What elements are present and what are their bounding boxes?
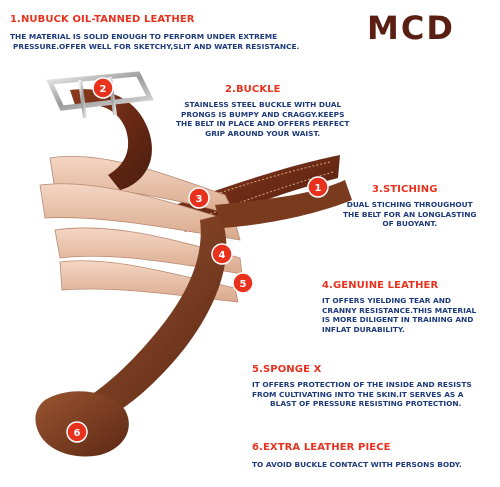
section-2-description: STAINLESS STEEL BUCKLE WITH DUAL PRONGS … xyxy=(176,100,349,138)
badge-number: 4 xyxy=(219,250,226,261)
badge-number: 2 xyxy=(100,84,107,95)
belt-buckle-icon xyxy=(46,71,154,111)
section-2-title: 2.BUCKLE xyxy=(225,84,281,95)
section-2-line: THE BELT IN PLACE AND OFFERS PERFECT xyxy=(176,119,350,129)
section-2-line: PRONGS IS BUMPY AND CRAGGY.KEEPS xyxy=(180,109,345,119)
section-2-line: GRIP AROUND YOUR WAIST. xyxy=(205,128,321,138)
numbered-circle-icon: 3 xyxy=(188,187,210,209)
section-3-title: 3.STICHING xyxy=(372,184,438,195)
buckle-prong xyxy=(78,79,87,119)
section-3-description: DUAL STICHING THROUGHOUT THE BELT FOR AN… xyxy=(343,200,476,229)
badge-number: 1 xyxy=(315,183,322,194)
section-1-line: THE MATERIAL IS SOLID ENOUGH TO PERFORM … xyxy=(10,32,278,41)
section-4-line: IS MORE DILIGENT IN TRAINING AND xyxy=(322,315,474,325)
section-2-line: STAINLESS STEEL BUCKLE WITH DUAL xyxy=(184,100,342,109)
section-6-line: TO AVOID BUCKLE CONTACT WITH PERSONS BOD… xyxy=(252,460,462,469)
badge-number: 6 xyxy=(74,428,81,439)
section-1-description: THE MATERIAL IS SOLID ENOUGH TO PERFORM … xyxy=(10,32,299,51)
section-4-title: 4.GENUINE LEATHER xyxy=(322,280,439,291)
section-1-line: PRESSURE.OFFER WELL FOR SKETCHY,SLIT AND… xyxy=(13,41,300,51)
section-6-description: TO AVOID BUCKLE CONTACT WITH PERSONS BOD… xyxy=(252,460,462,470)
section-5-description: IT OFFERS PROTECTION OF THE INSIDE AND R… xyxy=(252,380,472,409)
numbered-circle-icon: 2 xyxy=(92,77,114,99)
section-5-line: FROM CULTIVATING INTO THE SKIN.IT SERVES… xyxy=(252,389,464,399)
section-4-line: INFLAT DURABILITY. xyxy=(322,324,405,334)
numbered-circle-icon: 5 xyxy=(232,272,254,294)
outer-strap xyxy=(175,155,340,232)
badge-number: 3 xyxy=(196,194,203,205)
brand-logo: MCD xyxy=(367,9,455,47)
stitch-line xyxy=(204,161,331,199)
section-3-line: OF BUOYANT. xyxy=(382,219,438,229)
numbered-circle-icon: 4 xyxy=(211,243,233,265)
section-3-line: DUAL STICHING THROUGHOUT xyxy=(346,200,473,209)
buckle-loop xyxy=(70,89,152,190)
section-5-line: IT OFFERS PROTECTION OF THE INSIDE AND R… xyxy=(252,380,472,389)
numbered-circle-icon: 6 xyxy=(66,421,88,443)
section-1-title: 1.NUBUCK OIL-TANNED LEATHER xyxy=(10,14,195,25)
section-3-line: THE BELT FOR AN LONGLASTING xyxy=(343,209,477,219)
section-4-line: CRANNY RESISTANCE.THIS MATERIAL xyxy=(322,305,477,315)
badge-number: 5 xyxy=(240,279,247,290)
section-5-line: BLAST OF PRESSURE RESISTING PROTECTION. xyxy=(270,399,462,409)
section-4-line: IT OFFERS YIELDING TEAR AND xyxy=(322,296,452,305)
numbered-circle-icon: 1 xyxy=(307,176,329,198)
liner-layer-2 xyxy=(39,183,241,241)
stitch-line xyxy=(209,171,334,215)
section-6-title: 6.EXTRA LEATHER PIECE xyxy=(252,442,391,453)
section-5-title: 5.SPONGE X xyxy=(252,364,322,375)
section-4-description: IT OFFERS YIELDING TEAR AND CRANNY RESIS… xyxy=(322,296,476,334)
